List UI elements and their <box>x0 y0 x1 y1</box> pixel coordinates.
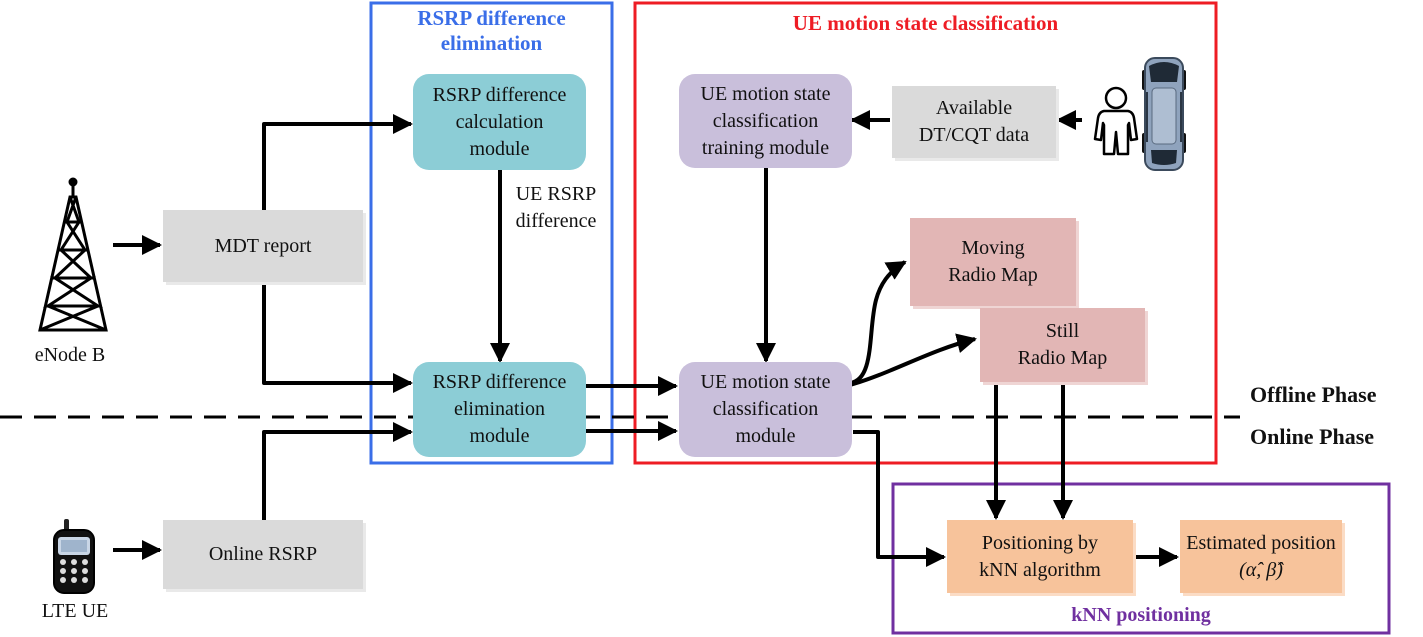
position-formula: (α̂, β̂) <box>1239 558 1283 581</box>
motion-classification-region <box>633 1 1218 465</box>
cell-tower-icon <box>38 177 108 332</box>
knn-positioning-region-title: kNN positioning <box>1071 604 1211 626</box>
mobile-phone-icon <box>53 519 95 594</box>
online-rsrp-box: Online RSRP <box>163 520 363 589</box>
rsrp-elimination-region-title: RSRP difference elimination <box>417 6 566 55</box>
car-icon <box>1142 57 1186 171</box>
online-phase-label: Online Phase <box>1250 424 1375 449</box>
mdt-report-box: MDT report <box>163 210 363 282</box>
offline-phase-label: Offline Phase <box>1250 382 1377 407</box>
person-icon <box>1093 86 1139 156</box>
enodeb-label: eNode B <box>34 344 106 366</box>
estimated-position-box: Estimated position(α̂, β̂) <box>1180 520 1342 593</box>
rsrp-elimination-region <box>369 1 614 465</box>
motion-classification-region-title: UE motion state classification <box>792 11 1059 35</box>
lte-ue-label: LTE UE <box>41 600 109 622</box>
